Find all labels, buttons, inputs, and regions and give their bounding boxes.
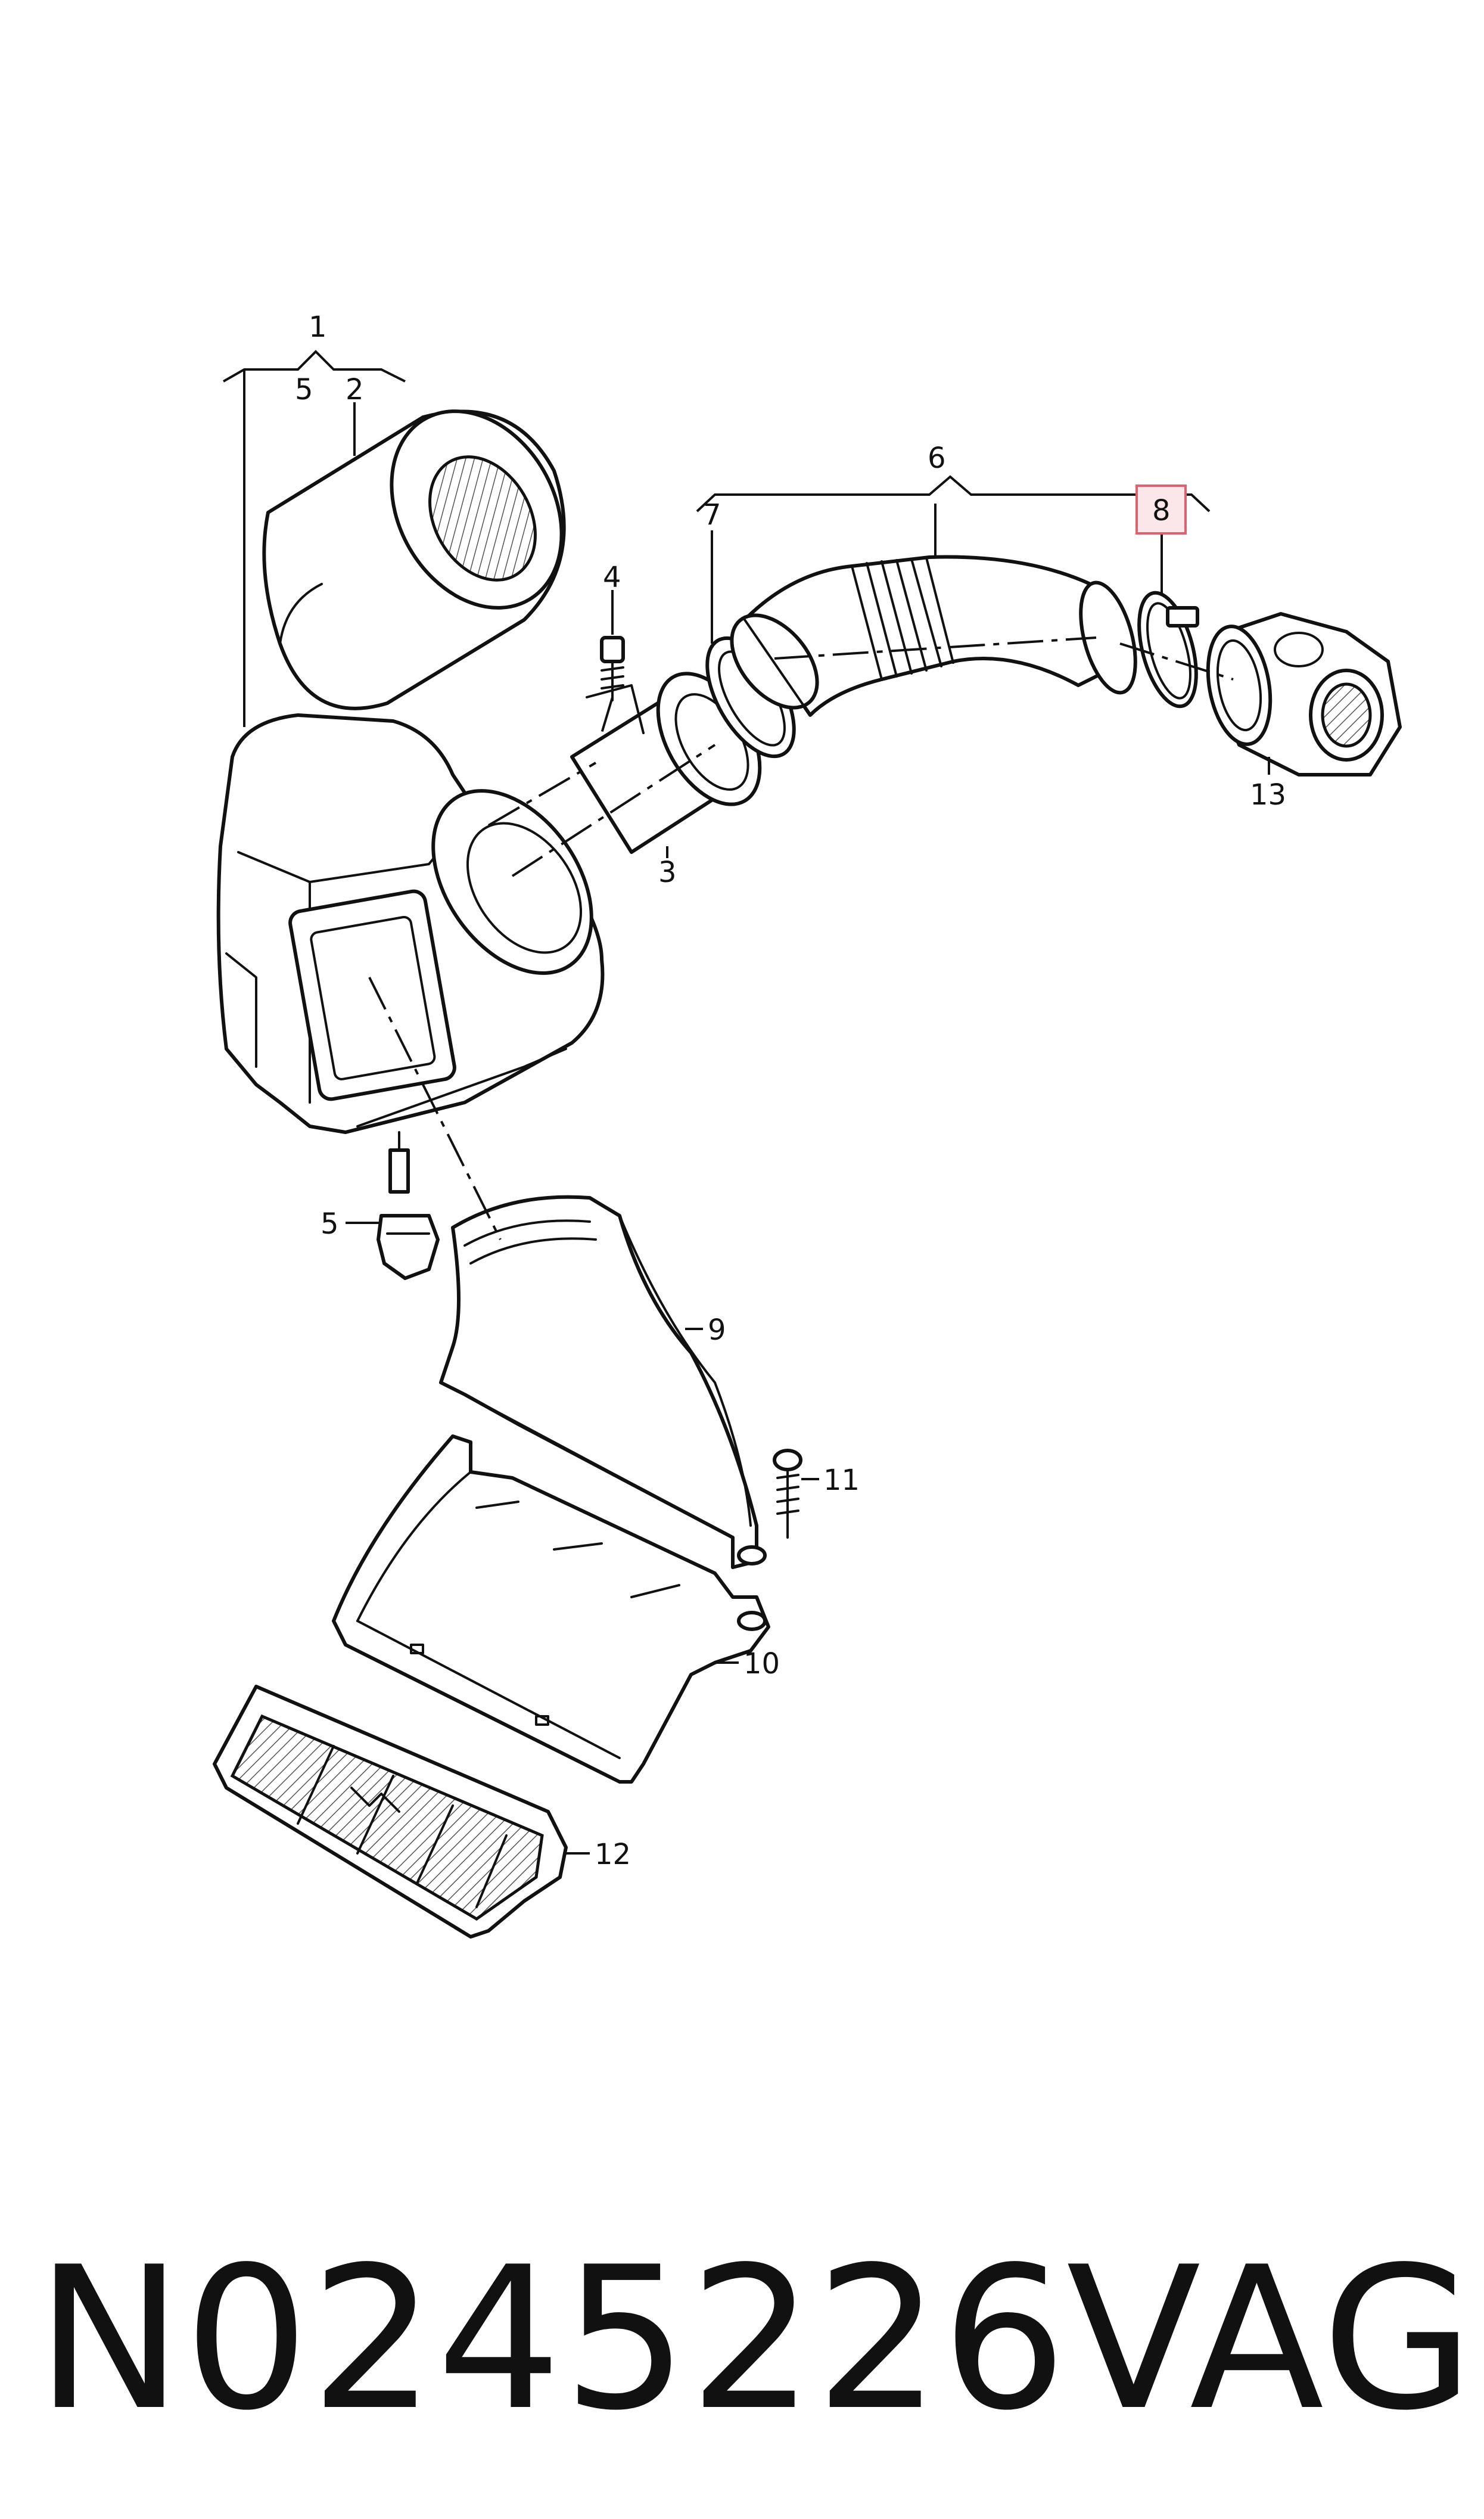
brand-text: VAG	[1066, 2225, 1476, 2453]
callout-2: 2	[346, 373, 364, 406]
callout-10: 10	[743, 1647, 780, 1681]
air-guide-10	[332, 1434, 770, 1784]
assembly-lines	[368, 636, 1234, 1240]
air-filter-element	[262, 409, 566, 710]
hose-clamp-8	[1137, 591, 1199, 709]
screw-11	[773, 1449, 802, 1539]
callout-13: 13	[1250, 778, 1286, 812]
intake-grille-12	[213, 1685, 568, 1939]
callout-labels: 1 5 2 6 7 8 4 3 13 5 9 11 10 12	[295, 310, 1286, 1871]
callout-7: 7	[703, 498, 721, 532]
air-filter-housing	[216, 713, 605, 1194]
air-mass-meter-13	[1206, 612, 1402, 776]
callout-6: 6	[928, 442, 946, 475]
callout-11: 11	[823, 1464, 860, 1497]
callout-4: 4	[603, 561, 621, 594]
callout-12: 12	[595, 1838, 631, 1871]
part-number-text: N0245226	[36, 2225, 1068, 2453]
callout-8[interactable]: 8	[1152, 494, 1171, 527]
intake-hose-6	[730, 555, 1137, 717]
callout-3: 3	[658, 856, 677, 889]
screw-4	[600, 636, 625, 701]
callout-1: 1	[309, 310, 327, 344]
leader-lines	[223, 350, 1270, 1855]
mounting-rubber-5	[377, 1214, 440, 1280]
highlight-box	[1135, 484, 1187, 535]
callout-9: 9	[708, 1313, 726, 1347]
callout-5-bottom: 5	[321, 1207, 339, 1241]
callout-5-top: 5	[295, 373, 313, 406]
air-intake-duct-9	[439, 1195, 758, 1569]
